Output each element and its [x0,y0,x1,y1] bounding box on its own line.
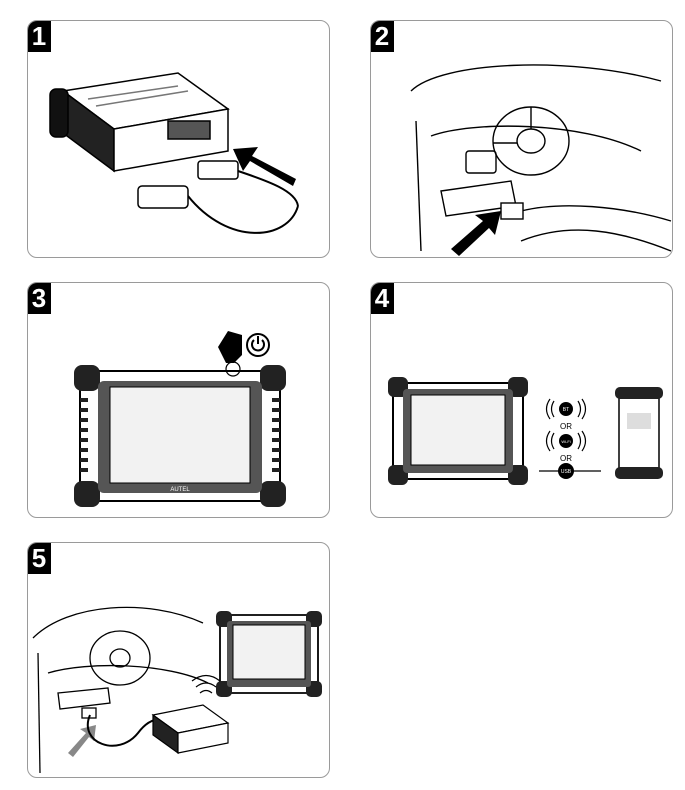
tablet-power-on-illustration: AUTEL [74,331,286,507]
step-number-1: 1 [28,21,51,52]
step-5-panel: 5 [27,542,330,778]
tablet-device [216,611,322,697]
step-2-panel: 2 [370,20,673,258]
or-label: OR [560,454,572,463]
vci-device [615,387,663,479]
tablet-device [74,365,286,507]
or-label: OR [560,422,572,431]
tablet-vci-connection-illustration: BT OR Wi-Fi OR USB [388,377,663,485]
insert-arrow-icon [233,147,296,186]
power-icon [246,333,270,357]
vci-cable-illustration [49,72,299,234]
finger-press-icon [218,331,242,363]
car-obd-port-illustration [410,64,672,256]
usb-icon: USB [539,463,601,479]
wifi-icon: Wi-Fi [545,430,587,452]
bluetooth-icon: BT [545,398,587,420]
vci-device [151,704,230,755]
insert-arrow-icon [451,211,501,256]
svg-text:USB: USB [561,469,572,475]
svg-text:Wi-Fi: Wi-Fi [561,439,570,444]
obd-cable [137,160,299,234]
step-1-panel: 1 [27,20,330,258]
step-4-panel: BT OR Wi-Fi OR USB 4 [370,282,673,518]
tablet-brand-label: AUTEL [170,487,190,493]
step-number-4: 4 [371,283,394,314]
step-number-2: 2 [371,21,394,52]
insert-arrow-icon [68,725,96,757]
svg-text:BT: BT [563,407,569,413]
car-interior [32,606,209,774]
step-number-5: 5 [28,543,51,574]
wireless-signal-icon [191,674,221,694]
vci-device [49,72,230,173]
vehicle-diagnosis-setup-illustration [32,606,322,774]
tablet-device [388,377,528,485]
step-number-3: 3 [28,283,51,314]
step-3-panel: AUTEL 3 [27,282,330,518]
